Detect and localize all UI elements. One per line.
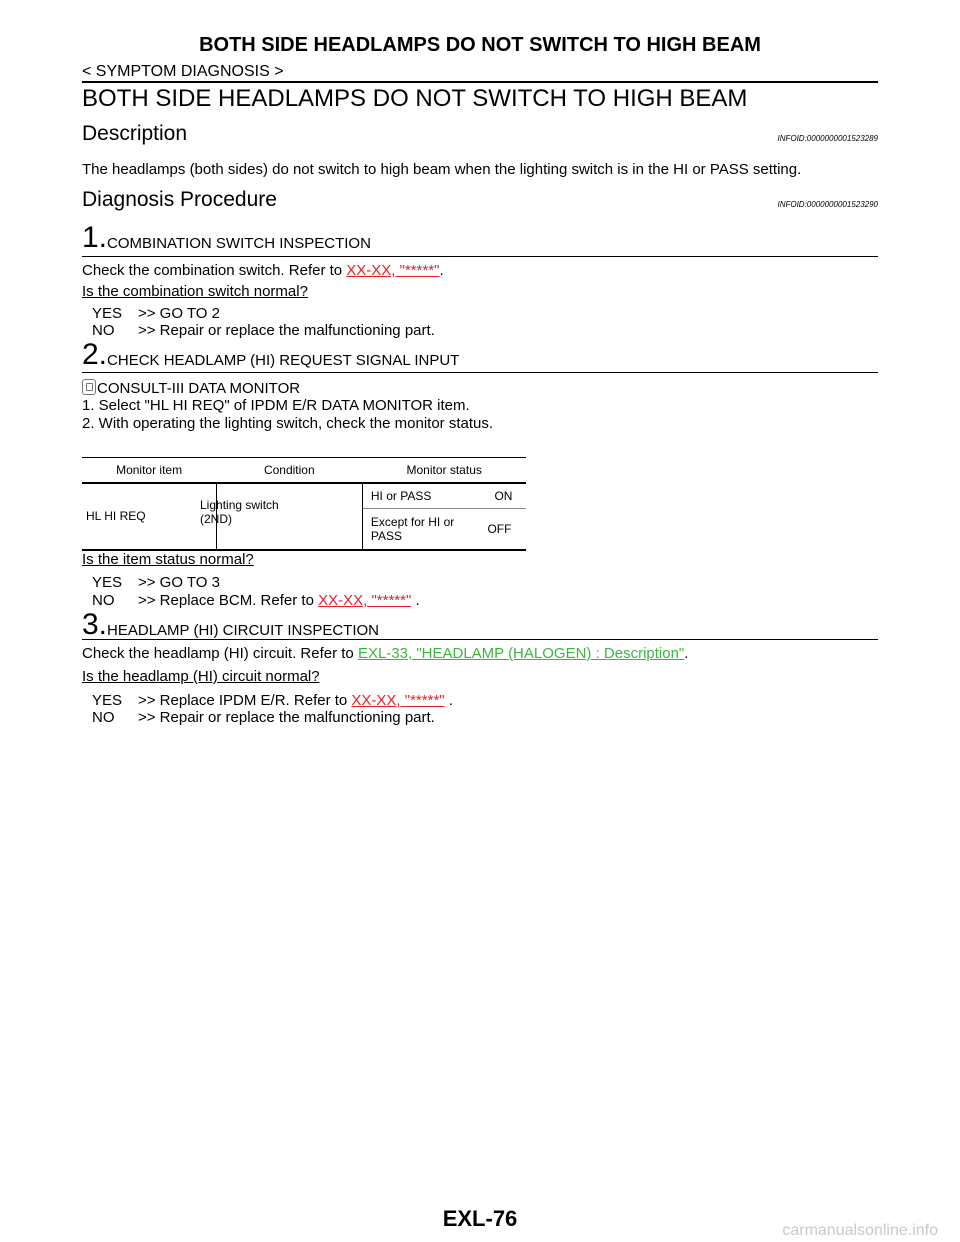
condition-value: Except for HI or PASS xyxy=(370,514,455,543)
table-row: HL HI REQ HI or PASS ON xyxy=(82,483,526,551)
step-2-rule xyxy=(82,372,878,373)
consult-data-monitor-line: CONSULT-III DATA MONITOR xyxy=(82,379,300,398)
step-3-no-answer: NO>> Repair or replace the malfunctionin… xyxy=(92,709,435,726)
step-1-rule xyxy=(82,256,878,257)
step-2-yes-answer: YES>> GO TO 3 xyxy=(92,574,220,591)
step-1-title: COMBINATION SWITCH INSPECTION xyxy=(107,235,371,252)
step-1-number: 1. xyxy=(82,221,108,254)
step-2-question: Is the item status normal? xyxy=(82,551,254,568)
lighting-switch-condition: Lighting switch (2ND) xyxy=(200,498,279,526)
monitor-item-cell: HL HI REQ xyxy=(82,483,217,551)
step-3-reference-link-2[interactable]: XX-XX, "*****" xyxy=(351,692,445,709)
watermark: carmanualsonline.info xyxy=(782,1222,938,1239)
step-3-yes-answer: YES>> Replace IPDM E/R. Refer to XX-XX, … xyxy=(92,692,453,709)
step-3-instruction: Check the headlamp (HI) circuit. Refer t… xyxy=(82,645,689,662)
status-subgrid: HI or PASS ON xyxy=(362,483,526,509)
section-label: < SYMPTOM DIAGNOSIS > xyxy=(82,63,284,80)
monitor-status-table: Monitor item Condition Monitor status HL… xyxy=(82,457,526,551)
step-2-title: CHECK HEADLAMP (HI) REQUEST SIGNAL INPUT xyxy=(107,352,460,369)
step-3-header: 3.HEADLAMP (HI) CIRCUIT INSPECTION xyxy=(82,610,878,640)
status-value: ON xyxy=(494,488,513,503)
condition-cell xyxy=(216,483,363,508)
step-1-instruction: Check the combination switch. Refer to X… xyxy=(82,262,444,279)
consult-icon xyxy=(82,379,96,395)
header-rule xyxy=(82,81,878,83)
description-text: The headlamps (both sides) do not switch… xyxy=(82,161,802,178)
step-2-instruction-1: 1. Select "HL HI REQ" of IPDM E/R DATA M… xyxy=(82,397,470,414)
page-title: BOTH SIDE HEADLAMPS DO NOT SWITCH TO HIG… xyxy=(82,85,748,112)
table-header-row: Monitor item Condition Monitor status xyxy=(82,457,526,484)
step-2-header: 2.CHECK HEADLAMP (HI) REQUEST SIGNAL INP… xyxy=(82,340,878,370)
step-1-header: 1.COMBINATION SWITCH INSPECTION xyxy=(82,223,878,253)
step-3-number: 3. xyxy=(82,608,108,641)
status-value: OFF xyxy=(487,521,512,536)
diagnosis-heading: Diagnosis Procedure xyxy=(82,188,277,211)
step-2-reference-link[interactable]: XX-XX, "*****" xyxy=(318,592,412,609)
step-2-instruction-2: 2. With operating the lighting switch, c… xyxy=(82,415,494,432)
condition-cell-empty xyxy=(216,508,363,551)
step-1-no-answer: NO>> Repair or replace the malfunctionin… xyxy=(92,322,435,339)
condition-value: HI or PASS xyxy=(370,488,432,503)
step-1-yes-answer: YES>> GO TO 2 xyxy=(92,305,220,322)
running-header-title: BOTH SIDE HEADLAMPS DO NOT SWITCH TO HIG… xyxy=(199,34,761,56)
step-3-question: Is the headlamp (HI) circuit normal? xyxy=(82,668,320,685)
table-header-cell: Monitor status xyxy=(362,457,526,484)
table-header-cell: Condition xyxy=(216,457,363,484)
page-number: EXL-76 xyxy=(442,1206,518,1231)
step-3-title: HEADLAMP (HI) CIRCUIT INSPECTION xyxy=(107,622,380,639)
step-3-reference-link[interactable]: EXL-33, "HEADLAMP (HALOGEN) : Descriptio… xyxy=(357,645,685,662)
step-1-reference-link[interactable]: XX-XX, "*****" xyxy=(346,262,440,279)
step-2-no-answer: NO>> Replace BCM. Refer to XX-XX, "*****… xyxy=(92,592,420,609)
step-2-number: 2. xyxy=(82,338,108,371)
status-subgrid: Except for HI or PASS OFF xyxy=(362,508,526,551)
description-infoid: INFOID:0000000001523289 xyxy=(777,134,878,143)
description-heading: Description xyxy=(82,122,188,145)
diagnosis-infoid: INFOID:0000000001523290 xyxy=(777,200,878,209)
step-1-question: Is the combination switch normal? xyxy=(82,283,308,300)
step-3-rule xyxy=(82,639,878,640)
table-row: Except for HI or PASS OFF xyxy=(82,508,526,551)
table-header-cell: Monitor item xyxy=(82,457,217,484)
